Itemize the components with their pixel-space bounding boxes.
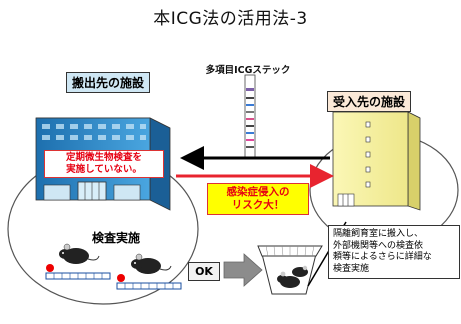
test-strip-icon xyxy=(244,74,256,160)
infection-risk-callout: 感染症侵入の リスク大！ xyxy=(207,183,309,215)
note-line: 検査実施 xyxy=(333,263,370,274)
icg-stick-label: 多項目ICGステック xyxy=(205,65,291,76)
test-strip-icon xyxy=(45,272,111,280)
source-facility-label: 搬出先の施設 xyxy=(66,72,151,93)
transfer-arrow xyxy=(223,253,263,287)
quarantine-note: 隔離飼育室に搬入し、 外部機関等への検査依 頼等によるさらに詳細な 検査実施 xyxy=(328,225,460,279)
mouse-icon xyxy=(46,243,100,272)
no-inspection-warning: 定期微生物検査を 実施していない。 xyxy=(44,150,164,178)
note-line: 外部機関等への検査依 xyxy=(333,240,424,251)
warning-line: 実施していない。 xyxy=(66,164,142,175)
risk-line: 感染症侵入の xyxy=(226,186,290,198)
test-strip-icon xyxy=(116,282,182,290)
cage-icon xyxy=(257,245,323,295)
warning-line: 定期微生物検査を xyxy=(65,152,142,163)
note-line: 頼等によるさらに詳細な xyxy=(333,252,432,262)
ok-badge: OK xyxy=(188,262,220,281)
page-title: 本ICG法の活用法-3 xyxy=(153,9,308,29)
risk-line: リスク大！ xyxy=(231,199,285,211)
exam-label: 検査実施 xyxy=(92,231,141,245)
destination-facility-label: 受入先の施設 xyxy=(327,91,412,112)
mouse-icon xyxy=(117,253,172,282)
note-line: 隔離飼育室に搬入し、 xyxy=(333,229,424,239)
apartment-building-icon xyxy=(332,111,421,211)
